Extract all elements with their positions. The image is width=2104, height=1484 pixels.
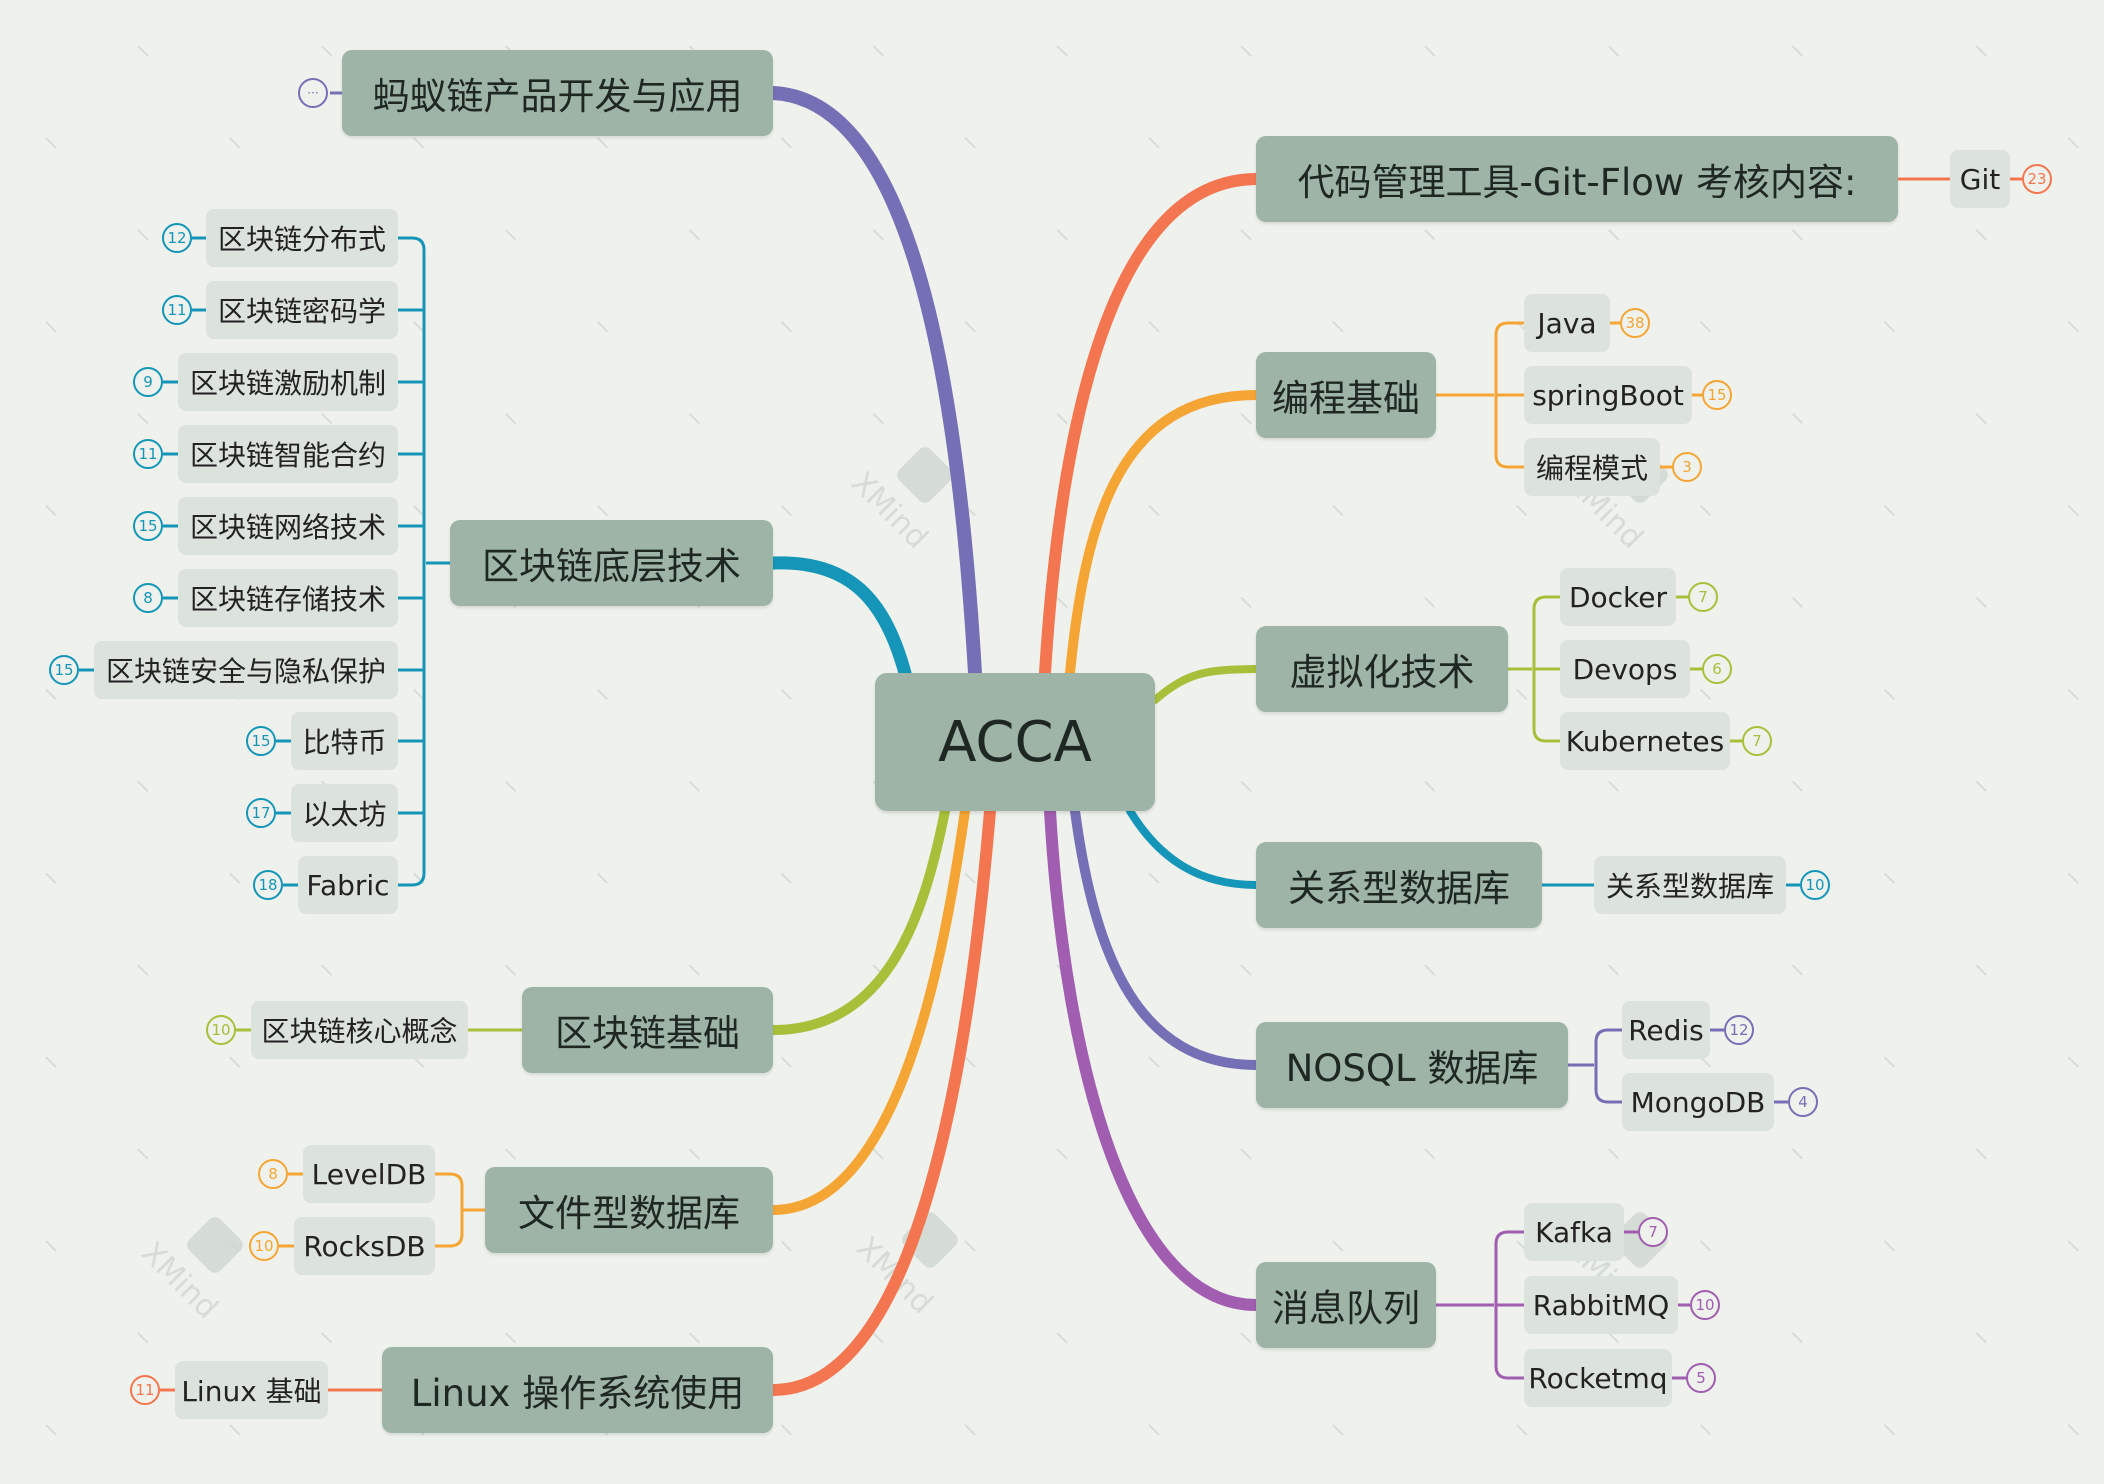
subtopic-java[interactable]: Java — [1524, 294, 1610, 352]
count-badge: 8 — [258, 1159, 288, 1189]
count-badge: 18 — [253, 870, 283, 900]
count-badge: 7 — [1638, 1217, 1668, 1247]
branch-nosql — [1070, 806, 1261, 1070]
count-badge: 3 — [1672, 452, 1702, 482]
subtopic-bitcoin[interactable]: 比特币 — [291, 712, 398, 770]
count-badge: 15 — [1702, 380, 1732, 410]
collapsed-topic-marker[interactable]: ··· — [298, 78, 328, 108]
count-badge: 15 — [246, 726, 276, 756]
subtopic-network[interactable]: 区块链网络技术 — [178, 497, 398, 555]
subtopic-programming-patterns[interactable]: 编程模式 — [1524, 438, 1660, 496]
central-topic[interactable]: ACCA — [875, 673, 1155, 811]
branch-underlying — [766, 556, 912, 680]
branch-ant-chain — [766, 86, 982, 680]
subtopic-rocketmq[interactable]: Rocketmq — [1524, 1349, 1672, 1407]
count-badge: 15 — [49, 655, 79, 685]
subtopic-linux-basics[interactable]: Linux 基础 — [175, 1361, 328, 1419]
branch-basics — [768, 806, 950, 1035]
topic-underlying-tech[interactable]: 区块链底层技术 — [450, 520, 773, 606]
branch-mq — [1044, 805, 1262, 1311]
topic-blockchain-basics[interactable]: 区块链基础 — [522, 987, 773, 1073]
subtopic-ethereum[interactable]: 以太坊 — [291, 784, 398, 842]
subtopic-leveldb[interactable]: LevelDB — [303, 1145, 435, 1203]
count-badge: 10 — [1690, 1290, 1720, 1320]
topic-nosql-db[interactable]: NOSQL 数据库 — [1256, 1022, 1568, 1108]
count-badge: 10 — [249, 1231, 279, 1261]
topic-git-flow[interactable]: 代码管理工具-Git-Flow 考核内容: — [1256, 136, 1898, 222]
branch-linux — [767, 805, 996, 1396]
subtopic-rabbitmq[interactable]: RabbitMQ — [1524, 1276, 1678, 1334]
count-badge: 8 — [133, 583, 163, 613]
topic-virtualization[interactable]: 虚拟化技术 — [1256, 626, 1508, 712]
count-badge: 10 — [206, 1015, 236, 1045]
subtopic-redis[interactable]: Redis — [1622, 1001, 1710, 1059]
subtopic-core-concepts[interactable]: 区块链核心概念 — [251, 1001, 468, 1059]
count-badge: 11 — [162, 295, 192, 325]
topic-file-database[interactable]: 文件型数据库 — [485, 1167, 773, 1253]
count-badge: 15 — [133, 511, 163, 541]
count-badge: 7 — [1742, 726, 1772, 756]
subtopic-fabric[interactable]: Fabric — [298, 856, 398, 914]
subtopic-rocksdb[interactable]: RocksDB — [294, 1217, 435, 1275]
count-badge: 17 — [246, 798, 276, 828]
subtopic-kafka[interactable]: Kafka — [1524, 1203, 1624, 1261]
subtopic-incentive[interactable]: 区块链激励机制 — [178, 353, 398, 411]
topic-linux-os[interactable]: Linux 操作系统使用 — [382, 1347, 773, 1433]
count-badge: 10 — [1800, 870, 1830, 900]
topic-message-queue[interactable]: 消息队列 — [1256, 1262, 1436, 1348]
count-badge: 11 — [133, 439, 163, 469]
topic-ant-chain[interactable]: 蚂蚁链产品开发与应用 — [342, 50, 773, 136]
branch-relational — [1126, 807, 1260, 889]
branch-virtualization — [1151, 665, 1260, 704]
count-badge: 38 — [1620, 308, 1650, 338]
count-badge: 6 — [1702, 654, 1732, 684]
subtopic-smart-contract[interactable]: 区块链智能合约 — [178, 425, 398, 483]
subtopic-storage[interactable]: 区块链存储技术 — [178, 569, 398, 627]
subtopic-cryptography[interactable]: 区块链密码学 — [206, 281, 398, 339]
count-badge: 9 — [133, 367, 163, 397]
count-badge: 5 — [1686, 1363, 1716, 1393]
count-badge: 12 — [162, 223, 192, 253]
topic-programming-basics[interactable]: 编程基础 — [1256, 352, 1436, 438]
branch-file-db — [768, 806, 970, 1215]
subtopic-docker[interactable]: Docker — [1560, 568, 1676, 626]
branch-programming — [1065, 390, 1261, 678]
topic-relational-db[interactable]: 关系型数据库 — [1256, 842, 1542, 928]
subtopic-git[interactable]: Git — [1950, 150, 2010, 208]
subtopic-springboot[interactable]: springBoot — [1524, 366, 1692, 424]
count-badge: 23 — [2022, 164, 2052, 194]
count-badge: 4 — [1788, 1087, 1818, 1117]
subtopic-mongodb[interactable]: MongoDB — [1622, 1073, 1774, 1131]
subtopic-kubernetes[interactable]: Kubernetes — [1560, 712, 1730, 770]
subtopic-security-privacy[interactable]: 区块链安全与隐私保护 — [94, 641, 398, 699]
subtopic-distributed[interactable]: 区块链分布式 — [206, 209, 398, 267]
subtopic-relational-db[interactable]: 关系型数据库 — [1594, 856, 1786, 914]
subtopic-devops[interactable]: Devops — [1560, 640, 1690, 698]
branch-git — [1039, 173, 1262, 679]
count-badge: 11 — [130, 1375, 160, 1405]
count-badge: 12 — [1724, 1015, 1754, 1045]
count-badge: 7 — [1688, 582, 1718, 612]
